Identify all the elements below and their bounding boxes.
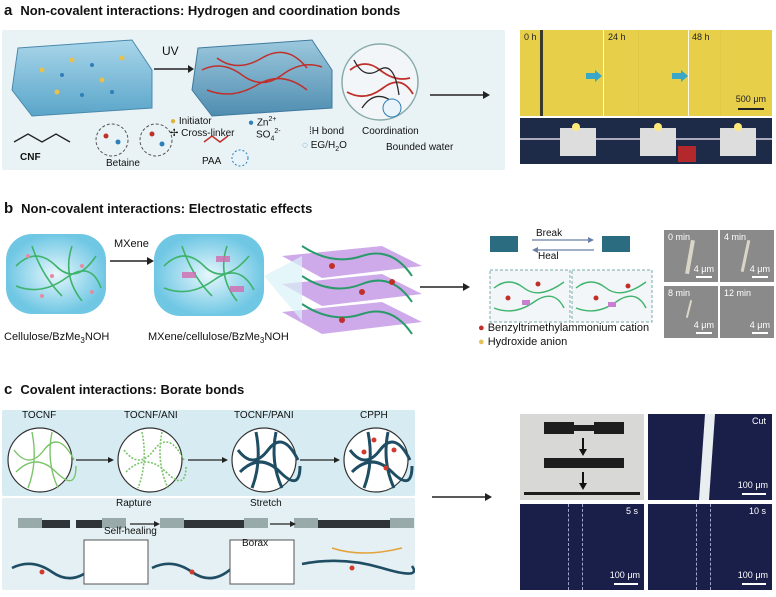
panel-a-gels <box>11 39 419 167</box>
scale-label-a: 500 μm <box>735 94 766 104</box>
cellulose-label: Cellulose/BzMe3NOH <box>4 331 110 346</box>
panel-c-arrow-icon <box>432 493 492 501</box>
mxene-label: MXene <box>114 238 149 250</box>
legend-hbond: ⁞H bond <box>309 126 345 137</box>
cnf-label: CNF <box>20 152 41 163</box>
borax-label: Borax <box>242 538 269 549</box>
legend-anion: ● Hydroxide anion <box>478 336 568 348</box>
panel-a-arrow-icon <box>430 91 490 99</box>
gel-block-1 <box>11 39 153 117</box>
hbond-icon: ⁞ <box>309 126 312 137</box>
micro-12min: 12 min 4 μm <box>720 286 774 338</box>
gel-block-2 <box>191 39 333 117</box>
panel-a-schematic: UV ● Initiator ✢ Cross-linker ● Zn2+ SO4… <box>2 30 505 170</box>
legend-bounded-water: Bounded water <box>386 142 454 153</box>
mxene-arrow-icon <box>110 257 154 265</box>
micro-8min: 8 min 4 μm <box>664 286 718 338</box>
step-tocnf-ani: TOCNF/ANI <box>124 410 178 421</box>
betaine-label: Betaine <box>106 158 140 169</box>
zoom-circle <box>341 43 419 121</box>
self-healing-label: Self-healing <box>104 526 157 537</box>
cellulose-gel <box>6 234 106 314</box>
stretch-photo <box>520 414 644 500</box>
time-24h: 24 h <box>608 32 626 42</box>
panel-b-letter: b <box>4 200 14 217</box>
panel-a-header: a Non-covalent interactions: Hydrogen and… <box>4 2 400 19</box>
healing-micrographs: 0 h 24 h 48 h 500 μm <box>520 30 772 116</box>
micro-0min: 0 min 4 μm <box>664 230 718 282</box>
panel-b-header: b Non-covalent interactions: Electrostati… <box>4 200 312 217</box>
mxene-cellulose-label: MXene/cellulose/BzMe3NOH <box>148 331 289 346</box>
uv-label: UV <box>162 44 179 58</box>
panel-a-letter: a <box>4 2 13 19</box>
time-48h: 48 h <box>692 32 710 42</box>
panel-c-letter: c <box>4 381 13 398</box>
rapture-label: Rapture <box>116 498 152 509</box>
break-label: Break <box>536 228 563 239</box>
time-arrow-icon <box>672 70 688 82</box>
legend-coordination: Coordination <box>362 126 419 137</box>
legend-zn: ● Zn2+ <box>248 116 277 129</box>
micro-10s: 10 s 100 μm <box>648 504 772 590</box>
time-0h: 0 h <box>524 32 537 42</box>
down-arrow-icon <box>579 472 587 490</box>
legend-so4: SO42- <box>256 128 281 143</box>
initiator-icon: ● <box>170 116 177 127</box>
cation-icon: ● <box>478 322 485 334</box>
step-cpph: CPPH <box>360 410 388 421</box>
step-tocnf: TOCNF <box>22 410 57 421</box>
stretch-label: Stretch <box>250 498 282 509</box>
micro-4min: 4 min 4 μm <box>720 230 774 282</box>
panel-c-steps: TOCNF TOCNF/ANI TOCNF/PANI CPPH <box>2 410 415 496</box>
break-heal-schematic <box>489 236 653 323</box>
legend-cation: ● Benzyltrimethylammonium cation <box>478 322 650 334</box>
time-arrow-icon <box>586 70 602 82</box>
mechanics-diagram <box>11 518 415 585</box>
led-circuit-photos <box>520 118 772 164</box>
micro-cut: Cut 100 μm <box>648 414 772 500</box>
sample-right <box>602 236 630 252</box>
step-tocnf-pani: TOCNF/PANI <box>234 410 294 421</box>
mxene-sheets <box>282 245 422 335</box>
heal-label: Heal <box>538 251 559 262</box>
panel-b-schematic <box>6 234 422 335</box>
zn-icon: ● <box>248 117 255 129</box>
panel-b-arrow-icon <box>420 283 470 291</box>
panel-a-title: Non-covalent interactions: Hydrogen and … <box>20 3 401 18</box>
panel-b-title: Non-covalent interactions: Electrostatic… <box>21 201 313 216</box>
paa-label: PAA <box>202 156 222 167</box>
legend-crosslinker: ✢ Cross-linker <box>170 128 235 139</box>
down-arrow-icon <box>579 438 587 456</box>
legend-eg: ◌ EG/H2O <box>302 140 347 153</box>
eg-circle-icon: ◌ <box>302 140 308 151</box>
mxene-cellulose-gel <box>154 234 264 316</box>
panel-c-header: c Covalent interactions: Borate bonds <box>4 381 244 398</box>
sample-left <box>490 236 518 252</box>
crosslinker-icon: ✢ <box>170 128 179 139</box>
legend-initiator: ● Initiator <box>170 116 212 127</box>
uv-arrow-icon <box>154 65 194 73</box>
micro-5s: 5 s 100 μm <box>520 504 644 590</box>
anion-icon: ● <box>478 336 485 348</box>
panel-c-title: Covalent interactions: Borate bonds <box>20 382 245 397</box>
step-circles <box>7 427 414 493</box>
scale-bar-a <box>738 108 764 110</box>
panel-c-mechanics: Rapture Self-healing Stretch Borax <box>2 498 415 590</box>
